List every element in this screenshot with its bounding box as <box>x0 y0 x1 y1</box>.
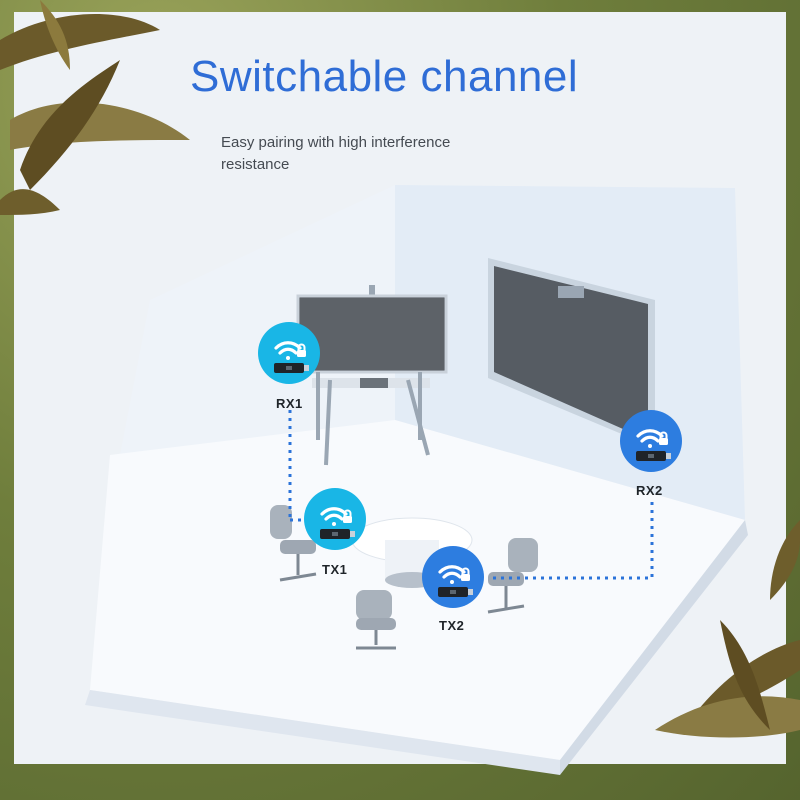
chair <box>356 590 396 650</box>
rx2-device-badge <box>620 410 682 472</box>
usb-dongle-icon <box>274 363 309 373</box>
wifi-lock-icon <box>274 341 306 360</box>
wifi-lock-icon <box>438 565 470 584</box>
tx1-label: TX1 <box>322 562 348 577</box>
usb-dongle-icon <box>320 529 355 539</box>
tx1-device-badge <box>304 488 366 550</box>
floor-edge-right <box>560 520 748 775</box>
floor-edge <box>85 690 560 775</box>
tx2-label: TX2 <box>439 618 465 633</box>
chair <box>487 538 538 614</box>
rx1-label: RX1 <box>276 396 303 411</box>
leaf-decoration-bottom-right <box>655 520 800 738</box>
leaf-decoration-top-left <box>0 0 190 215</box>
usb-dongle-icon <box>438 587 473 597</box>
usb-dongle-icon <box>636 451 671 461</box>
chair <box>270 505 317 582</box>
page-title: Switchable channel <box>190 52 579 101</box>
rx2-label: RX2 <box>636 483 663 498</box>
pairing-links <box>288 410 654 580</box>
room-floor <box>90 420 745 760</box>
page-subtitle: Easy pairing with high interference resi… <box>221 134 451 173</box>
wifi-lock-icon <box>320 507 352 526</box>
right-display <box>488 258 655 448</box>
rx1-device-badge <box>258 322 320 384</box>
link-rx2-tx2 <box>488 502 654 580</box>
wifi-lock-icon <box>636 429 668 448</box>
tx2-device-badge <box>422 546 484 608</box>
